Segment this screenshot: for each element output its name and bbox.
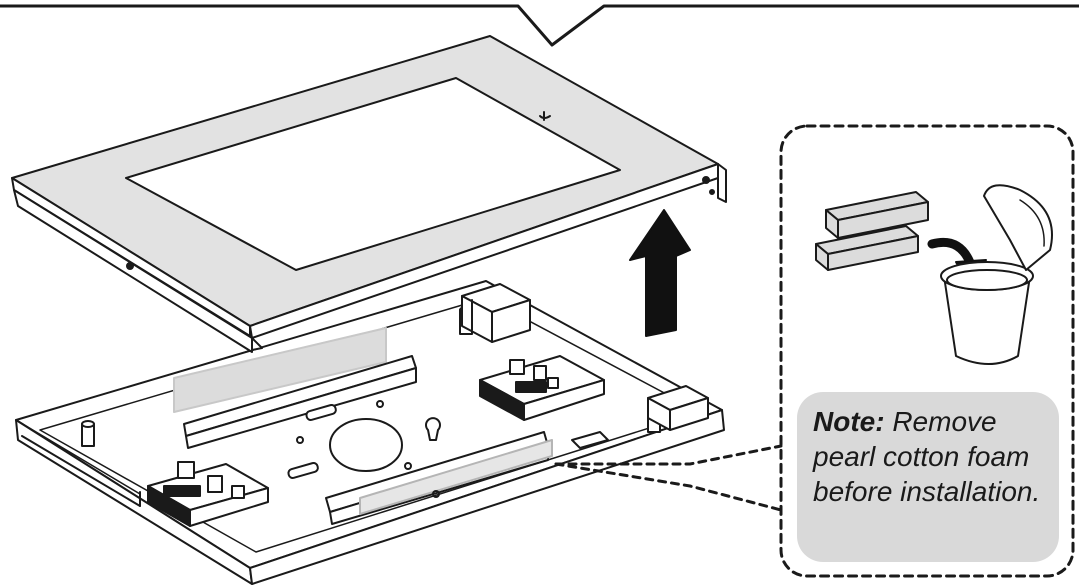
leader-line <box>554 444 783 466</box>
latch-mechanism-right <box>479 355 605 421</box>
base-tray <box>15 280 725 585</box>
note-label: Note: <box>813 406 885 437</box>
lift-arrow-icon <box>629 209 691 337</box>
callout-pointer-line <box>0 4 1079 47</box>
callout-dashed-frame <box>779 124 1075 578</box>
note-box: Note: Remove pearl cotton foam before in… <box>797 392 1059 562</box>
cable-hole <box>329 418 403 472</box>
standoff-post <box>81 420 95 447</box>
connector-block <box>461 283 531 343</box>
foam-pieces <box>815 191 929 271</box>
cable-clip <box>571 431 609 449</box>
foam-strip-front <box>359 439 553 515</box>
side-bracket <box>647 385 709 431</box>
display-window <box>125 77 621 271</box>
mounting-slot <box>305 403 337 421</box>
mounting-slot <box>287 461 319 479</box>
top-cover-frame <box>11 35 727 353</box>
foam-strip-back <box>173 327 387 413</box>
latch-mechanism-left <box>147 461 269 527</box>
keyhole-slot <box>425 417 441 441</box>
trash-bin-icon <box>940 184 1053 365</box>
note-text: Note: Remove pearl cotton foam before in… <box>813 404 1045 509</box>
leader-line <box>554 462 783 512</box>
note-message: Remove pearl cotton foam before installa… <box>813 406 1041 507</box>
